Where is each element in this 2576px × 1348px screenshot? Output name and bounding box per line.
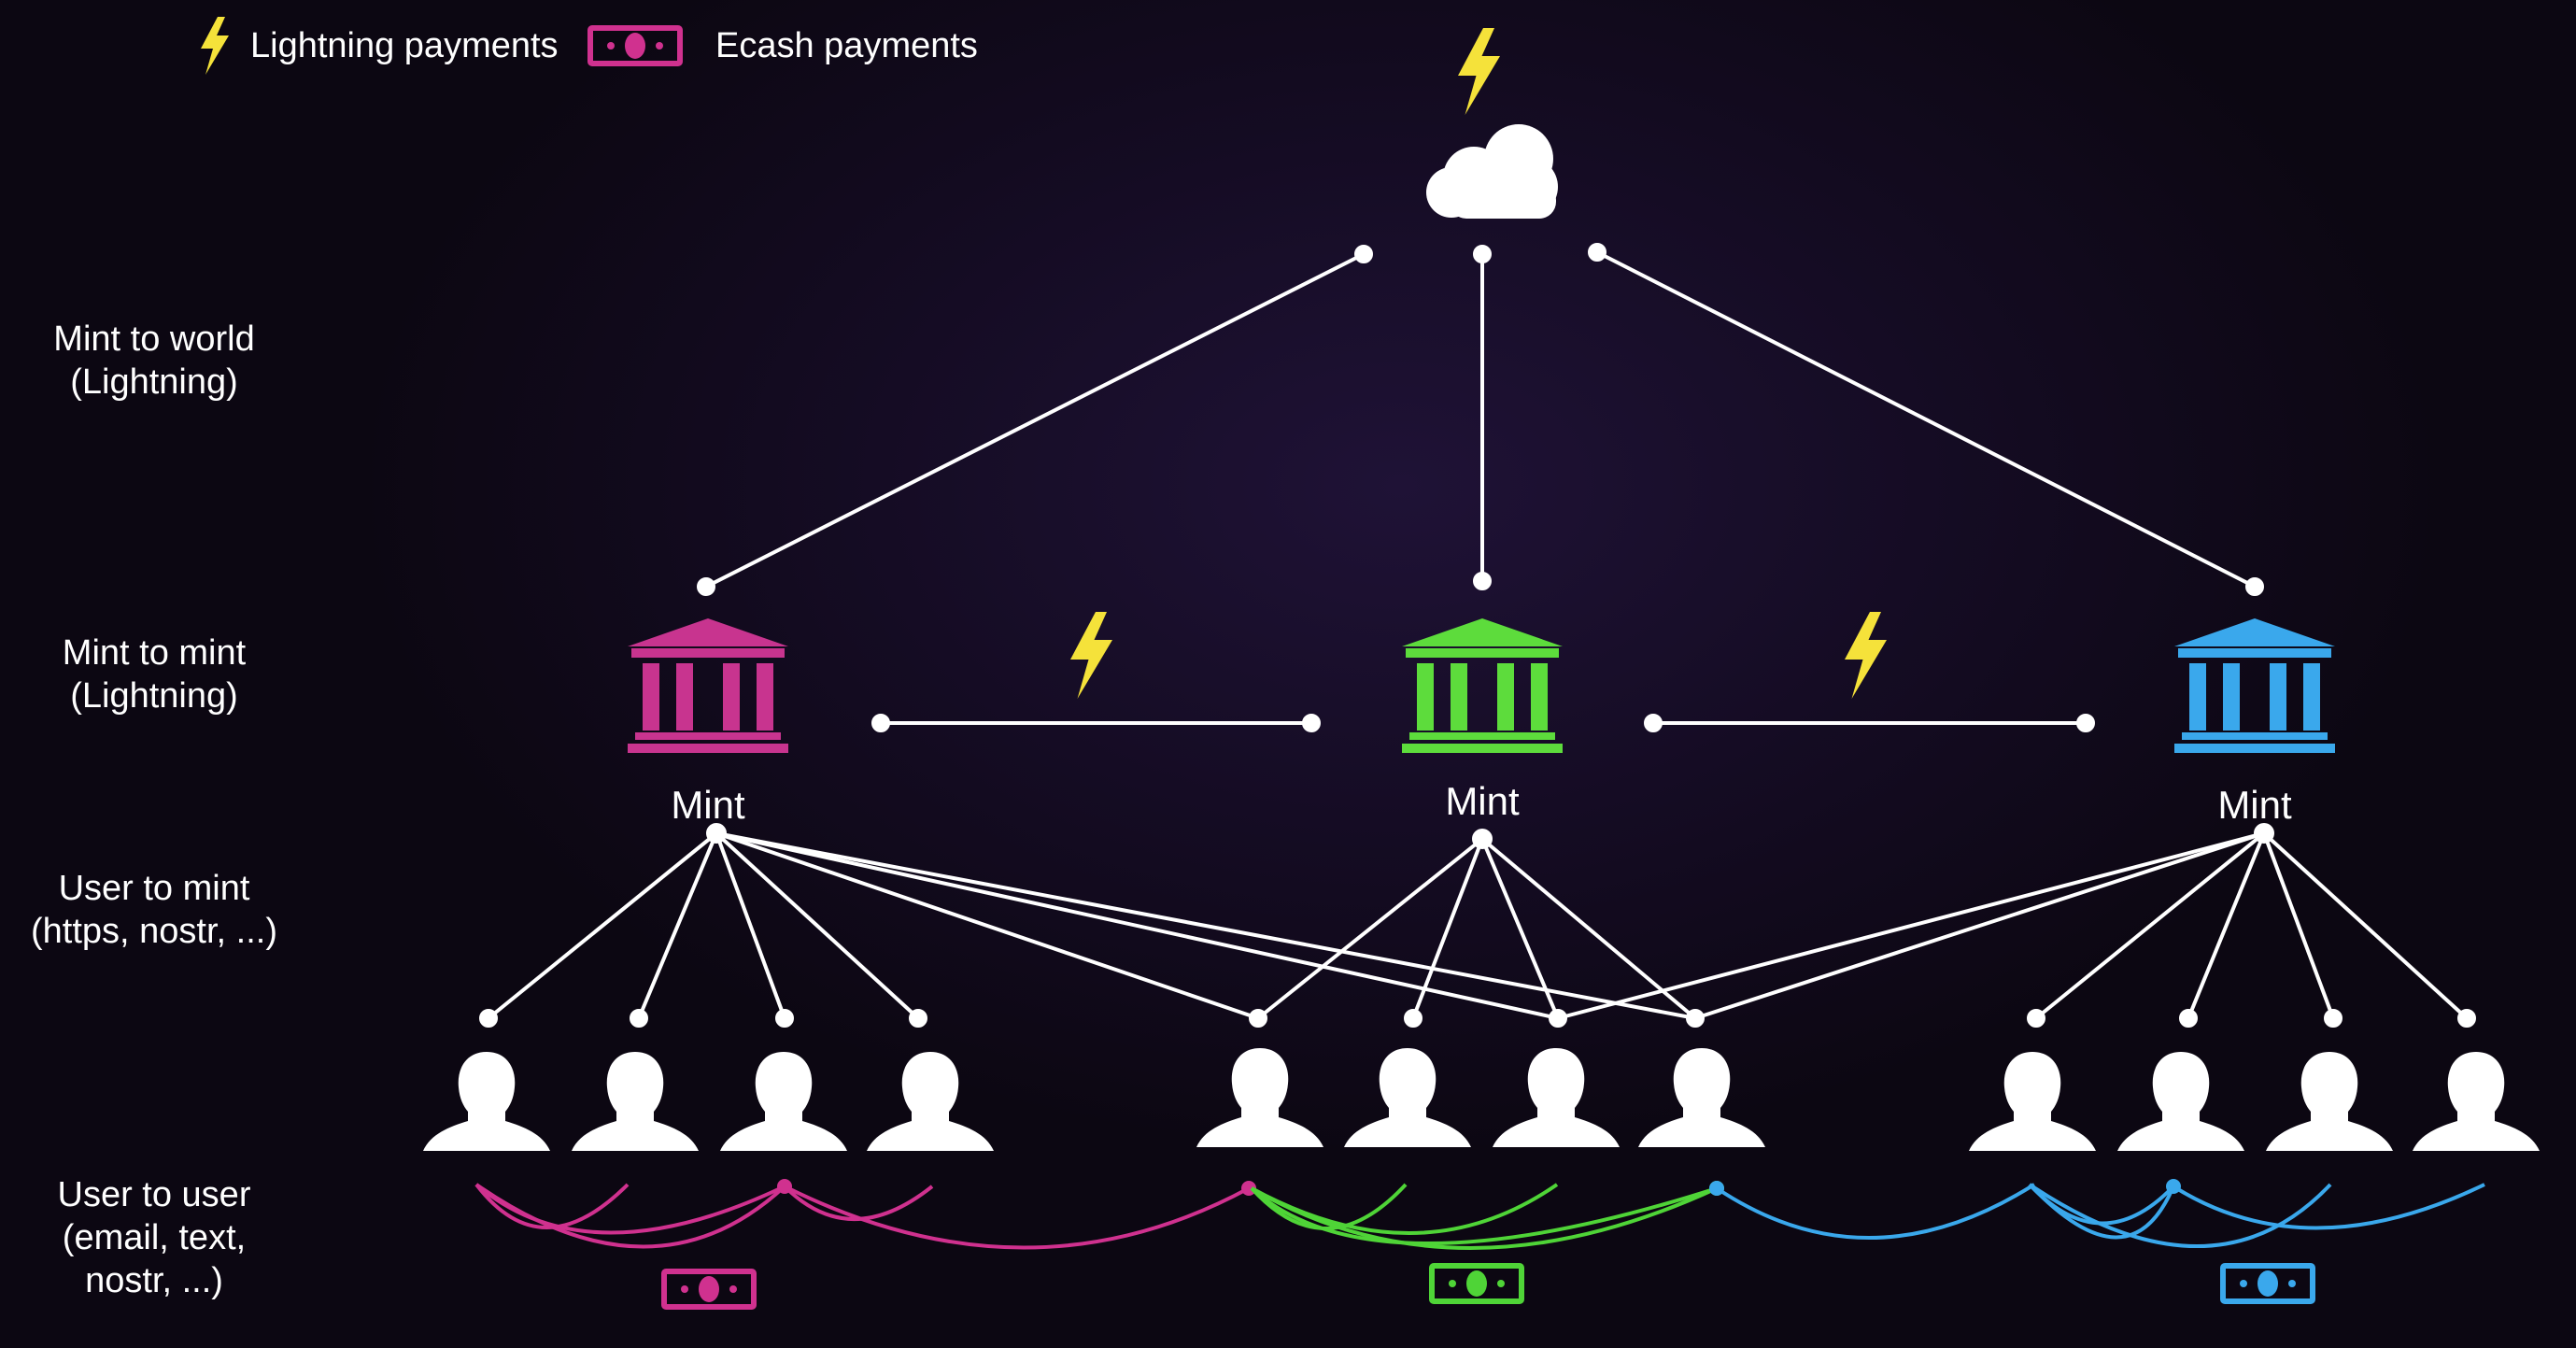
user-icon <box>1638 1048 1765 1147</box>
ecash-arcs-magenta <box>474 1183 1250 1250</box>
layer-label-mint-to-world: Mint to world (Lightning) <box>53 319 255 402</box>
ecash-nodes-blue <box>1709 1179 2181 1196</box>
user-icon <box>720 1052 847 1151</box>
banknote-icon-magenta <box>661 1269 757 1310</box>
legend-lightning-icon <box>201 17 229 75</box>
user-icon <box>572 1052 699 1151</box>
layer-label-user-to-mint: User to mint (https, nostr, ...) <box>31 869 277 951</box>
user-icon <box>2117 1052 2244 1151</box>
legend-banknote-icon <box>587 25 683 66</box>
legend-lightning-label: Lightning payments <box>250 26 559 65</box>
bank-icon-magenta <box>628 618 788 753</box>
layer-label-mint-to-mint: Mint to mint (Lightning) <box>62 633 247 716</box>
layer-label-user-to-user: User to user (email, text, nostr, ...) <box>57 1175 251 1300</box>
cloud-icon <box>1426 124 1558 219</box>
ecash-arcs-blue <box>1715 1183 2485 1248</box>
mint-link-lightning-icon-2 <box>1845 612 1887 699</box>
user-icon <box>867 1052 994 1151</box>
user-icon <box>1969 1052 2096 1151</box>
bank-icon-blue <box>2174 618 2335 753</box>
banknote-icon-green <box>1429 1263 1524 1304</box>
user-icon <box>2413 1052 2540 1151</box>
world-lightning-icon <box>1458 28 1500 115</box>
mint-to-world-links <box>697 243 2264 596</box>
ecash-nodes-magenta <box>777 1179 1256 1196</box>
mint-label-blue: Mint <box>2217 783 2292 827</box>
mint-link-lightning-icon-1 <box>1070 612 1112 699</box>
user-icon <box>423 1052 550 1151</box>
mint-label-green: Mint <box>1445 779 1520 823</box>
bank-icon-green <box>1402 618 1563 753</box>
user-to-mint-links <box>479 823 2476 1028</box>
user-icon <box>1344 1048 1471 1147</box>
user-icon <box>1493 1048 1620 1147</box>
mint-to-mint-links <box>871 714 2095 732</box>
mint-label-magenta: Mint <box>671 783 745 827</box>
banknote-icon-blue <box>2220 1263 2315 1304</box>
user-icon <box>1196 1048 1323 1147</box>
ecash-arcs-green <box>1250 1183 1718 1250</box>
legend-ecash-label: Ecash payments <box>715 26 978 65</box>
user-icons <box>423 1048 2540 1151</box>
user-icon <box>2266 1052 2393 1151</box>
